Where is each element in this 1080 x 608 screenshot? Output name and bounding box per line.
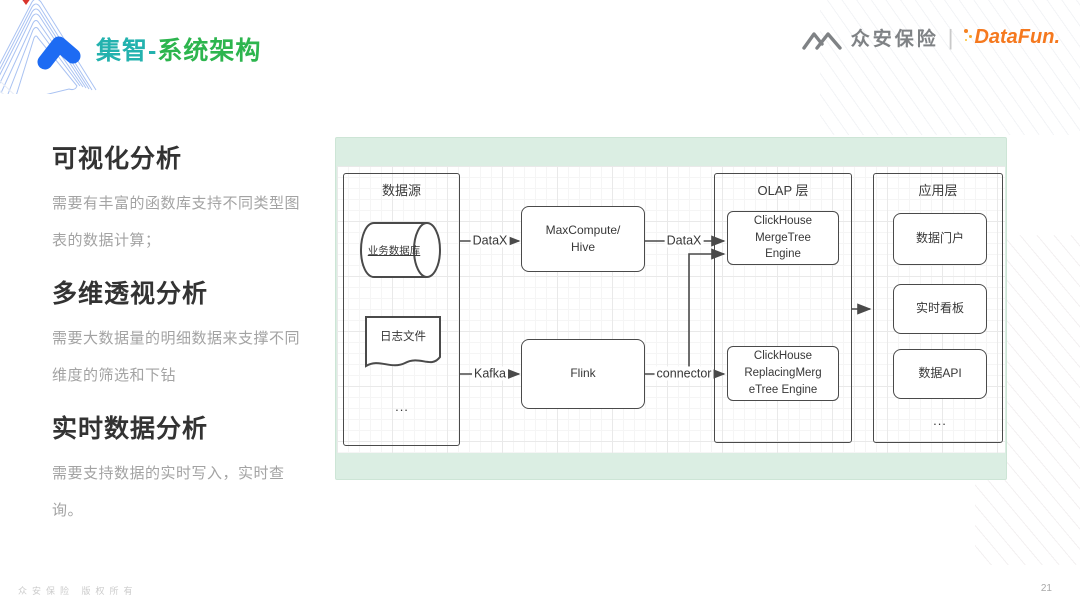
section-visual-analysis: 可视化分析 需要有丰富的函数库支持不同类型图表的数据计算；	[52, 139, 304, 259]
business-db-label: 业务数据库	[367, 244, 421, 257]
edge-label-datax-1: DataX	[470, 233, 510, 248]
node-maxcompute-hive: MaxCompute/ Hive	[521, 206, 645, 272]
node-label: ClickHouse	[753, 350, 813, 363]
container-title: 应用层	[918, 183, 958, 198]
source-ellipsis: ...	[395, 399, 409, 414]
section-heading: 可视化分析	[52, 145, 183, 173]
container-olap-layer: OLAP 层	[714, 173, 852, 443]
app-ellipsis: ...	[933, 413, 947, 428]
diagram-panel: DataX DataX Kafka connector 数据源 OLAP 层 应…	[335, 137, 1007, 480]
node-clickhouse-mergetree: ClickHouse MergeTree Engine	[727, 211, 839, 265]
container-data-source: 数据源	[343, 173, 460, 446]
node-data-api: 数据API	[893, 349, 987, 399]
node-label: ReplacingMerg	[744, 367, 822, 380]
node-label: Hive	[570, 240, 595, 254]
datafun-logo: DataFun.	[964, 26, 1060, 49]
zhongan-logo-icon	[802, 31, 842, 50]
datafun-dots-icon	[969, 35, 973, 38]
container-app-layer: 应用层	[873, 173, 1003, 443]
node-realtime-board: 实时看板	[893, 284, 987, 334]
edge-label-kafka: Kafka	[472, 366, 508, 381]
node-flink: Flink	[521, 339, 645, 409]
section-heading: 实时数据分析	[52, 415, 209, 443]
node-clickhouse-replacingmergetree: ClickHouse ReplacingMerg eTree Engine	[727, 346, 839, 401]
brand-divider: |	[947, 24, 954, 50]
section-pivot-analysis: 多维透视分析 需要大数据量的明细数据来支撑不同维度的筛选和下钻	[52, 274, 304, 394]
section-body: 需要支持数据的实时写入，实时查询。	[52, 465, 285, 519]
footer-copyright: 众安保险 版权所有	[18, 586, 138, 596]
node-label: Engine	[765, 248, 801, 261]
datafun-dots-icon	[965, 39, 968, 41]
container-title: OLAP 层	[757, 183, 809, 198]
section-body: 需要大数据量的明细数据来支撑不同维度的筛选和下钻	[52, 330, 301, 384]
log-file-document-icon	[365, 316, 441, 368]
section-realtime-analysis: 实时数据分析 需要支持数据的实时写入，实时查询。	[52, 409, 304, 529]
node-label: 实时看板	[915, 301, 964, 316]
container-title: 数据源	[381, 183, 421, 198]
database-cylinder-icon	[359, 222, 441, 278]
node-label: 数据API	[918, 366, 962, 381]
node-label: MaxCompute/	[545, 222, 621, 237]
diagram-canvas: DataX DataX Kafka connector 数据源 OLAP 层 应…	[337, 166, 1005, 453]
edge-label-connector: connector	[654, 366, 714, 381]
node-label: 数据门户	[915, 231, 964, 246]
jizhi-chevron-logo-icon	[0, 0, 97, 94]
edge-label-datax-2: DataX	[664, 233, 704, 248]
page-title: 集智-系统架构	[96, 31, 261, 67]
page-number: 21	[1040, 583, 1052, 594]
node-label: ClickHouse	[753, 214, 813, 227]
diagonal-pattern-top-right-icon	[820, 0, 1080, 135]
page-title-teal: 集智-	[96, 37, 158, 65]
page-title-green: 系统架构	[157, 37, 262, 65]
log-file-label: 日志文件	[380, 331, 426, 343]
section-heading: 多维透视分析	[52, 280, 209, 308]
brand-area: 众安保险 | DataFun.	[802, 24, 1060, 51]
zhongan-logo-text: 众安保险	[850, 29, 939, 50]
edge-flink-to-mergetree	[688, 248, 726, 374]
datafun-dots-icon	[964, 29, 969, 33]
datafun-logo-text: DataFun.	[974, 26, 1060, 48]
node-label: eTree Engine	[748, 383, 818, 396]
node-label: MergeTree	[755, 231, 811, 244]
node-label: Flink	[570, 366, 596, 381]
section-body: 需要有丰富的函数库支持不同类型图表的数据计算；	[52, 195, 301, 249]
node-data-portal: 数据门户	[893, 213, 987, 265]
